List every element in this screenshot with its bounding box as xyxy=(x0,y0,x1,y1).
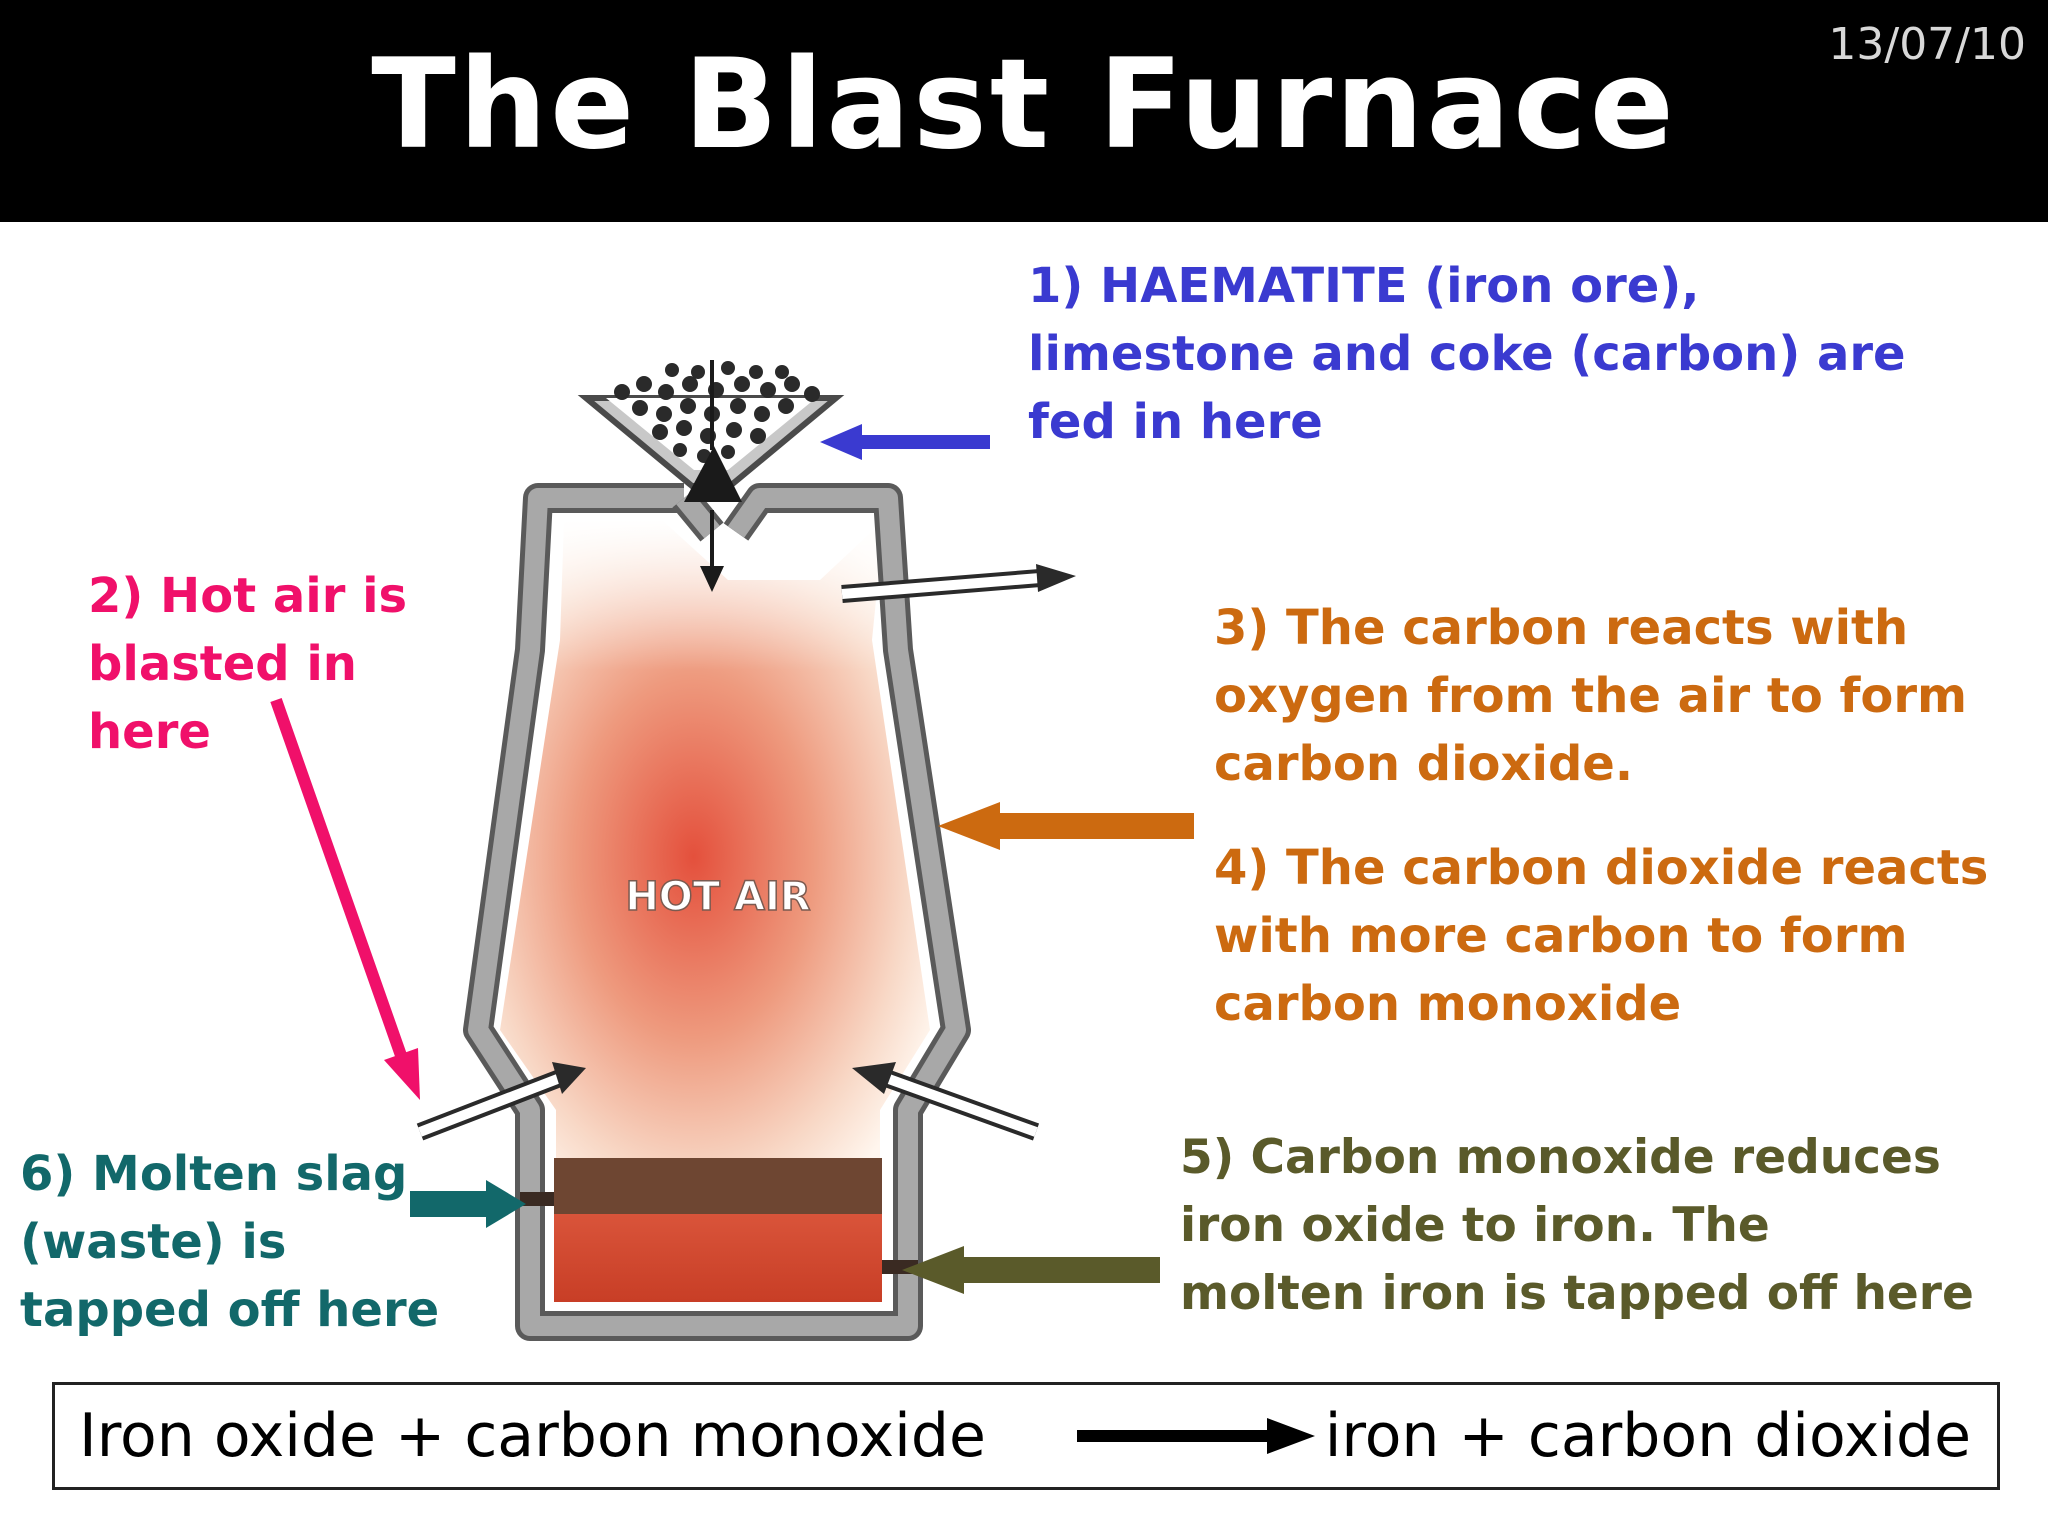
hot-air-label: HOT AIR xyxy=(625,874,810,920)
step5-label: 5) Carbon monoxide reduces iron oxide to… xyxy=(1180,1124,1974,1328)
step3-arrow-icon xyxy=(938,802,1194,850)
date-label: 13/07/10 xyxy=(1828,19,2026,70)
step6-line: (waste) is xyxy=(20,1214,287,1270)
left-tuyere-arrow-icon xyxy=(416,1062,586,1141)
header-bar xyxy=(0,0,2048,222)
reaction-arrow-icon xyxy=(1077,1418,1315,1454)
step3-line: 3) The carbon reacts with xyxy=(1214,600,1909,656)
waste-gas-outlet-arrow-icon xyxy=(841,564,1076,603)
right-tuyere-arrow-icon xyxy=(852,1062,1040,1141)
slag-tap-hole xyxy=(520,1192,554,1206)
furnace-interior xyxy=(500,520,930,1168)
page-title: The Blast Furnace xyxy=(371,33,1677,177)
step4-line: 4) The carbon dioxide reacts xyxy=(1214,840,1989,896)
step6-line: 6) Molten slag xyxy=(20,1146,408,1202)
step1-line: 1) HAEMATITE (iron ore), xyxy=(1028,258,1700,314)
step2-arrow-icon xyxy=(270,698,420,1100)
word-equation-box: Iron oxide + carbon monoxide iron + carb… xyxy=(52,1382,2000,1490)
step2-line: 2) Hot air is xyxy=(88,568,408,624)
equation-products: iron + carbon dioxide xyxy=(1324,1401,1971,1471)
step3-line: carbon dioxide. xyxy=(1214,736,1634,792)
step5-arrow-icon xyxy=(902,1246,1160,1294)
step2-line: blasted in xyxy=(88,636,357,692)
step6-label: 6) Molten slag (waste) is tapped off her… xyxy=(20,1140,439,1344)
slag-layer xyxy=(554,1158,882,1214)
step6-arrow-icon xyxy=(410,1180,526,1228)
step1-label: 1) HAEMATITE (iron ore), limestone and c… xyxy=(1028,252,1906,456)
step2-label: 2) Hot air is blasted in here xyxy=(88,562,407,766)
step1-arrow-icon xyxy=(820,424,990,460)
feed-down-arrow-icon xyxy=(700,360,724,592)
molten-iron-layer xyxy=(554,1214,882,1302)
step3-line: oxygen from the air to form xyxy=(1214,668,1968,724)
step1-line: fed in here xyxy=(1028,394,1323,450)
step4-line: carbon monoxide xyxy=(1214,976,1682,1032)
step6-line: tapped off here xyxy=(20,1282,440,1338)
step5-line: iron oxide to iron. The xyxy=(1180,1198,1770,1253)
bell-cone xyxy=(684,446,742,502)
step1-line: limestone and coke (carbon) are xyxy=(1028,326,1906,382)
step5-line: molten iron is tapped off here xyxy=(1180,1266,1974,1321)
furnace-wall xyxy=(463,483,971,1341)
step5-line: 5) Carbon monoxide reduces xyxy=(1180,1130,1941,1185)
equation-reactants: Iron oxide + carbon monoxide xyxy=(79,1401,986,1471)
step4-line: with more carbon to form xyxy=(1214,908,1908,964)
step4-label: 4) The carbon dioxide reacts with more c… xyxy=(1214,834,1988,1038)
step2-line: here xyxy=(88,704,211,760)
step3-label: 3) The carbon reacts with oxygen from th… xyxy=(1214,594,1967,798)
